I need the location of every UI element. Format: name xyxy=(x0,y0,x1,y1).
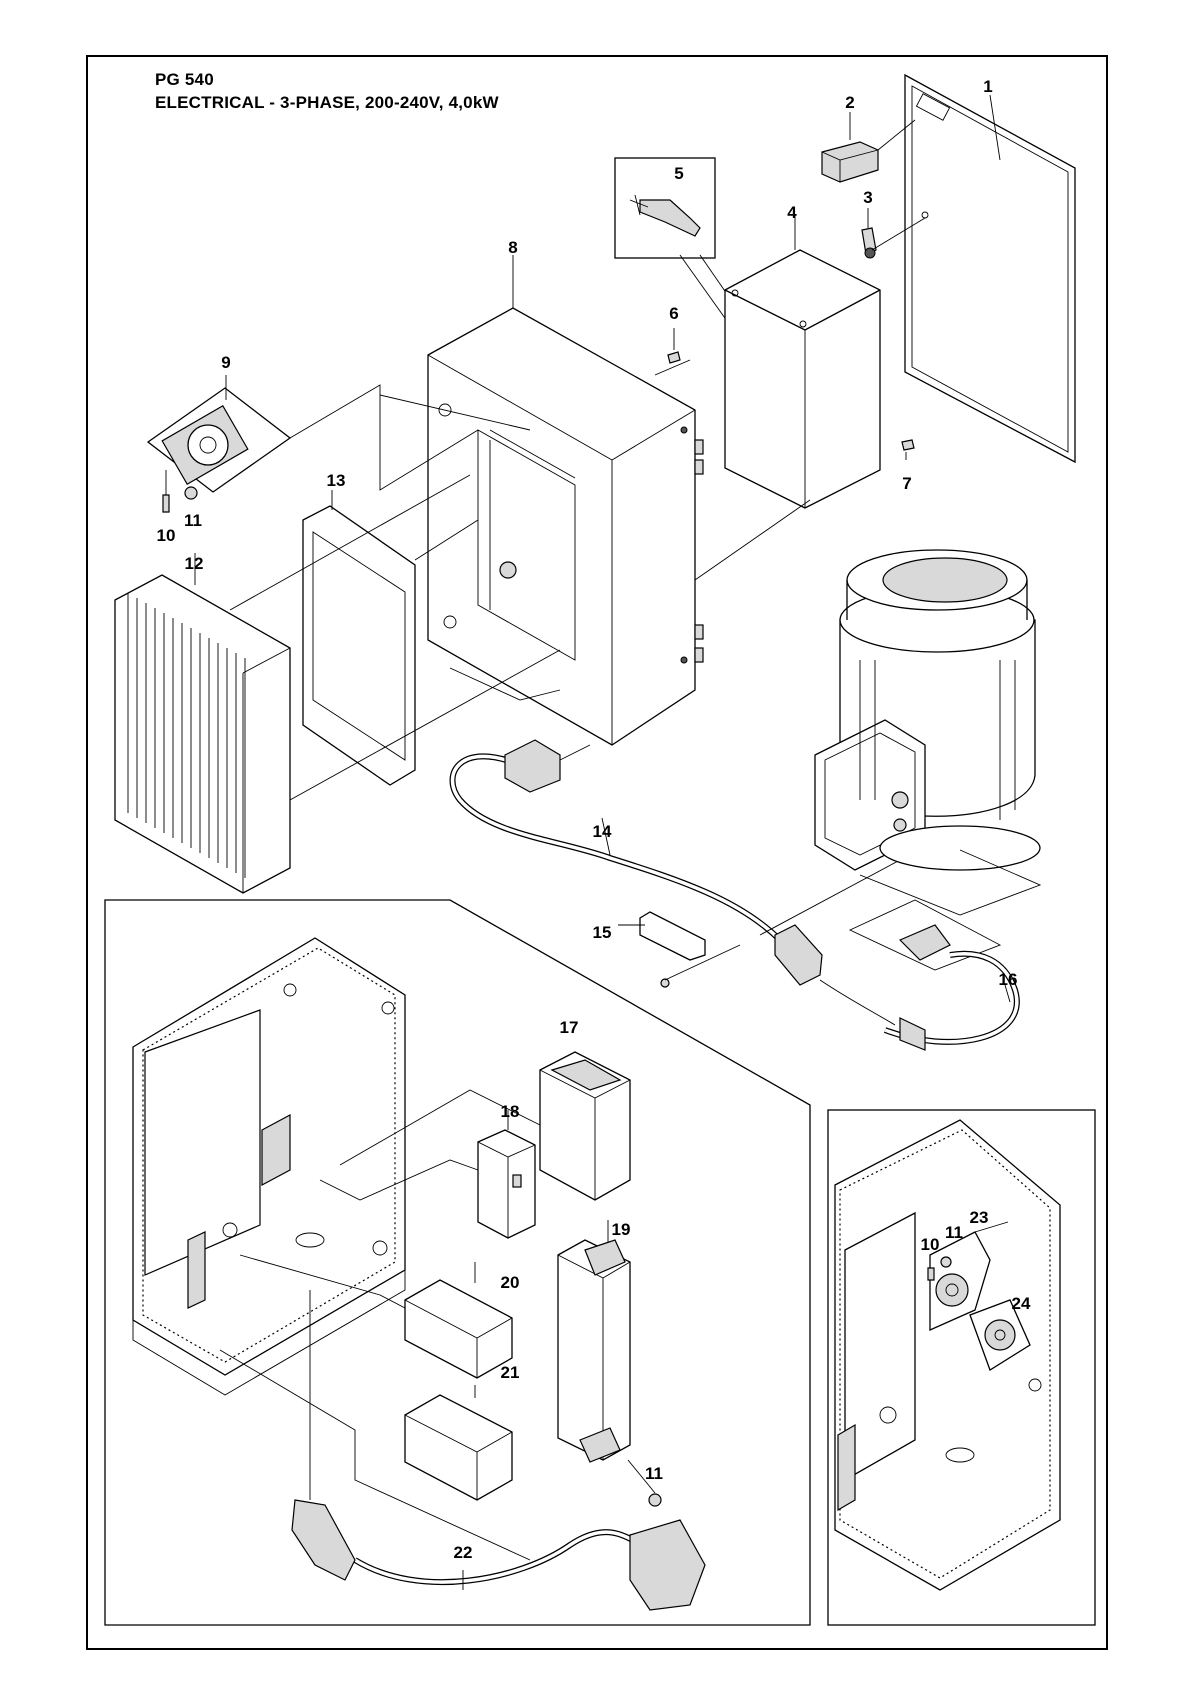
open-enclosure-right xyxy=(834,1119,1061,1591)
callout-5: 5 xyxy=(674,164,684,183)
drawing-frame xyxy=(86,55,1108,1650)
part-1-gasket xyxy=(904,73,1076,464)
part-15-bracket xyxy=(639,911,706,988)
part-7-screw xyxy=(901,439,915,451)
callout-11: 11 xyxy=(184,511,202,530)
callout-8: 8 xyxy=(508,238,518,257)
part-11-nut-right xyxy=(940,1256,952,1268)
callout-12: 12 xyxy=(184,554,204,573)
callout-11-right: 11 xyxy=(945,1223,963,1242)
callout-2: 2 xyxy=(845,93,855,112)
part-3-clip xyxy=(861,227,877,259)
part-9-fan xyxy=(146,387,292,493)
callout-1: 1 xyxy=(983,77,993,96)
part-22-supply-cable xyxy=(291,1499,706,1611)
page-title-description: ELECTRICAL - 3-PHASE, 200-240V, 4,0kW xyxy=(155,93,499,112)
callout-4: 4 xyxy=(787,203,797,222)
part-6-screw xyxy=(667,351,681,364)
callout-11-lower: 11 xyxy=(645,1464,663,1483)
callout-17: 17 xyxy=(559,1018,579,1037)
part-11-nut-lower xyxy=(648,1493,662,1507)
part-18-breaker xyxy=(477,1129,536,1239)
callout-24: 24 xyxy=(1011,1294,1031,1313)
part-20-relay xyxy=(404,1279,513,1379)
callout-21: 21 xyxy=(500,1363,520,1382)
inset-frame-fan-detail xyxy=(827,1109,1096,1626)
part-21-contactor xyxy=(404,1394,513,1501)
callout-23: 23 xyxy=(969,1208,989,1227)
callout-7: 7 xyxy=(902,474,912,493)
page-title-model: PG 540 xyxy=(155,70,214,89)
part-10-screw xyxy=(162,494,170,513)
part-4-cover xyxy=(724,249,881,509)
part-8-enclosure xyxy=(427,307,704,746)
part-10-screw-right xyxy=(927,1267,935,1281)
open-enclosure-left xyxy=(132,937,406,1396)
callout-19: 19 xyxy=(611,1220,631,1239)
callout-9: 9 xyxy=(221,353,231,372)
callout-13: 13 xyxy=(326,471,346,490)
part-2-block xyxy=(821,141,879,183)
part-19-filter xyxy=(557,1239,631,1463)
inset-frame-assembly xyxy=(104,899,811,1626)
callout-22: 22 xyxy=(453,1543,473,1562)
callout-20: 20 xyxy=(500,1273,520,1292)
callout-3: 3 xyxy=(863,188,873,207)
callout-15: 15 xyxy=(592,923,612,942)
callout-18: 18 xyxy=(500,1102,520,1121)
callout-10-right: 10 xyxy=(920,1235,940,1254)
part-12-heatsink xyxy=(114,574,291,894)
callout-16: 16 xyxy=(998,970,1018,989)
callout-10: 10 xyxy=(156,526,176,545)
part-11-nut xyxy=(184,486,198,500)
part-13-gasket xyxy=(302,505,416,786)
part-17-power-supply xyxy=(539,1051,631,1201)
part-5-detail xyxy=(614,157,716,259)
part-14-cable xyxy=(449,739,823,986)
motor xyxy=(814,549,1041,871)
part-24-fan xyxy=(969,1299,1031,1371)
callout-14: 14 xyxy=(592,822,612,841)
callout-6: 6 xyxy=(669,304,679,323)
part-16-cable xyxy=(883,924,1020,1051)
